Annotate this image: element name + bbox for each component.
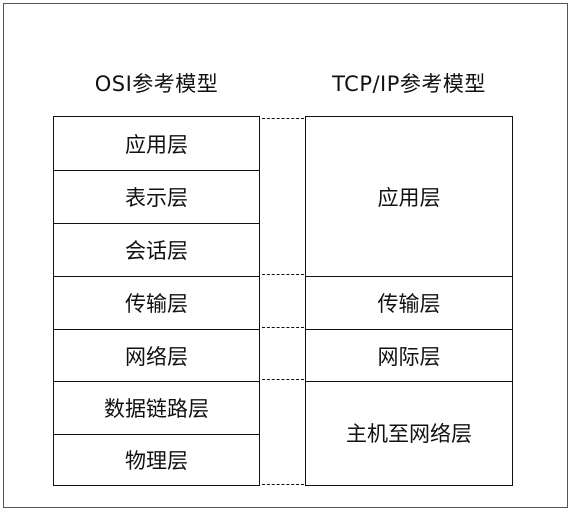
osi-layer-network: 网络层 [54,329,259,381]
osi-layer-data-link: 数据链路层 [54,381,259,434]
connector-bottom [262,484,304,485]
osi-layer-presentation: 表示层 [54,170,259,223]
tcpip-layer-application: 应用层 [377,185,441,210]
osi-layer-application: 应用层 [125,132,188,157]
connector-network-top [262,327,304,328]
osi-layer-stack: 应用层 表示层 会话层 传输层 网络层 数据链路层 物理层 [53,116,260,486]
tcpip-layer-stack: 应用层 传输层 网际层 主机至网络层 [305,116,513,486]
osi-layer-session: 会话层 [54,223,259,276]
diagram-frame [3,3,568,508]
osi-model-title: OSI参考模型 [94,72,219,96]
connector-data-link-top [262,379,304,380]
tcpip-layer-transport: 传输层 [306,276,512,329]
tcpip-layer-host-to-network: 主机至网络层 [306,381,512,484]
connector-transport-top [262,274,304,275]
osi-layer-transport: 传输层 [54,276,259,329]
tcpip-model-title: TCP/IP参考模型 [332,72,486,96]
osi-layer-physical: 物理层 [54,434,259,484]
tcpip-layer-internet: 网际层 [306,329,512,381]
connector-top [262,118,304,119]
